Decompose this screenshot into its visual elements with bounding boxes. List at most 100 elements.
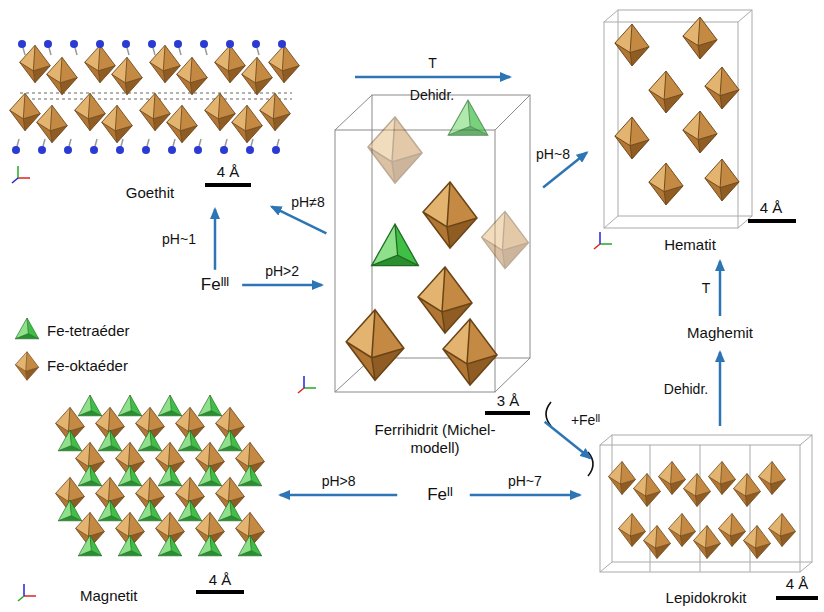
node-label: Magnetit: [80, 587, 138, 605]
hematite-structure: [649, 163, 683, 205]
lepidocrocite-structure: [619, 514, 646, 547]
hematite-structure: [615, 117, 649, 159]
magnetite-structure: [218, 430, 241, 451]
lepidocrocite-structure: [644, 526, 671, 559]
goethite-structure: [205, 93, 236, 130]
goethite-structure: [12, 40, 286, 154]
hematite-structure: [683, 17, 717, 59]
legend-icon: [15, 318, 38, 380]
axis-triad: [303, 376, 305, 388]
legend-text: Fe-tetraéder: [45, 322, 132, 339]
edge-label: pH≠8: [289, 194, 326, 210]
scale-label: 4 Å: [758, 199, 785, 216]
goethite-structure: [272, 146, 280, 154]
magnetite-structure: [158, 535, 181, 556]
reaction-arrow: [719, 352, 722, 426]
goethite-structure: [142, 146, 150, 154]
node-label: Hematit: [664, 236, 716, 254]
node-label: Maghemit: [687, 324, 753, 342]
scale-bar: [196, 183, 818, 600]
legend-text: Fe-oktaéder: [45, 357, 130, 374]
goethite-structure: [38, 146, 46, 154]
axis-triad: [18, 177, 30, 179]
edge-label: pH>2: [263, 263, 301, 279]
goethite-structure: [75, 93, 106, 130]
goethite-structure: [70, 40, 78, 48]
goethite-structure: [215, 45, 246, 82]
mineral-node: Magnetit: [40, 405, 270, 608]
goethite-structure: [150, 45, 181, 82]
magnetite-structure: [98, 500, 121, 521]
scale-label: 3 Å: [495, 392, 522, 409]
goethite-structure: [116, 146, 124, 154]
axis-triad: [304, 387, 316, 389]
goethite-structure: [167, 105, 198, 142]
scale-bar: [748, 219, 796, 223]
ferrihydrite-structure: [418, 267, 472, 333]
ferrihydrite-structure: [372, 224, 419, 266]
arrow-note: Dehidr.: [408, 87, 456, 103]
hematite-structure: [604, 10, 752, 228]
magnetite-structure: [198, 535, 221, 556]
magnetite-structure: [138, 500, 161, 521]
mineral-node: Goethit: [10, 25, 290, 205]
edge-label: T: [426, 55, 439, 71]
node-label: Feᴵᴵ: [427, 485, 453, 505]
magnetite-structure: [78, 535, 101, 556]
mineral-node: Hematit: [590, 5, 790, 257]
lepidocrocite-structure: [600, 435, 812, 572]
reaction-arrow: [214, 209, 217, 270]
ferrihydrite-structure: [335, 95, 530, 392]
scale-bar: [196, 590, 244, 594]
lepidocrocite-structure: [684, 474, 711, 507]
edge-label: Dehidr.: [662, 381, 710, 397]
lepidocrocite-structure: [719, 514, 746, 547]
goethite-structure: [96, 40, 104, 48]
goethite-structure: [85, 45, 116, 82]
ion-node: Feᴵᴵ: [422, 483, 458, 507]
axis-triad: [600, 243, 612, 245]
hematite-structure: [604, 10, 752, 228]
mineral-node: Lepidokrokit: [595, 432, 817, 610]
magnetite-structure: [78, 395, 101, 416]
legend-icon: [15, 318, 38, 339]
lepidocrocite-structure: [659, 462, 686, 495]
goethite-structure: [64, 146, 72, 154]
edge-label: pH~8: [534, 146, 572, 162]
reaction-arrow: [470, 494, 580, 497]
goethite-structure: [242, 57, 273, 94]
axis-triad: [18, 584, 36, 601]
goethite-structure: [18, 40, 26, 48]
reaction-arrow: [272, 207, 327, 234]
edge-label: +Feᴵᴵ: [569, 412, 602, 428]
magnetite-structure: [58, 500, 81, 521]
legend-icon: [15, 352, 38, 381]
magnetite-structure: [118, 465, 141, 486]
goethite-structure: [226, 40, 234, 48]
axis-triad: [18, 596, 24, 601]
ferrihydrite-structure: [443, 319, 497, 385]
magnetite-structure: [98, 430, 121, 451]
axis-triad: [17, 166, 19, 178]
lepidocrocite-structure: [609, 462, 636, 495]
lepidocrocite-structure: [600, 435, 812, 572]
axis-triad: [298, 376, 316, 393]
scale-bar: [485, 411, 530, 415]
goethite-structure: [194, 146, 202, 154]
node-label: Lepidokrokit: [666, 589, 747, 607]
ferrihydrite-structure: [346, 310, 404, 380]
magnetite-structure: [238, 465, 261, 486]
goethite-structure: [112, 57, 143, 94]
goethite-structure: [177, 57, 208, 94]
goethite-structure: [12, 146, 20, 154]
hematite-structure: [705, 67, 739, 109]
hematite-structure: [649, 71, 683, 113]
mineral-node: Maghemit: [682, 322, 758, 344]
node-label: Feᴵᴵᴵ: [201, 275, 229, 295]
magnetite-structure: [238, 535, 261, 556]
scale-label: 4 Å: [207, 571, 234, 588]
goethite-structure: [174, 40, 182, 48]
goethite-structure: [10, 93, 41, 130]
reaction-arrow: [355, 76, 510, 79]
hematite-structure: [683, 111, 717, 153]
